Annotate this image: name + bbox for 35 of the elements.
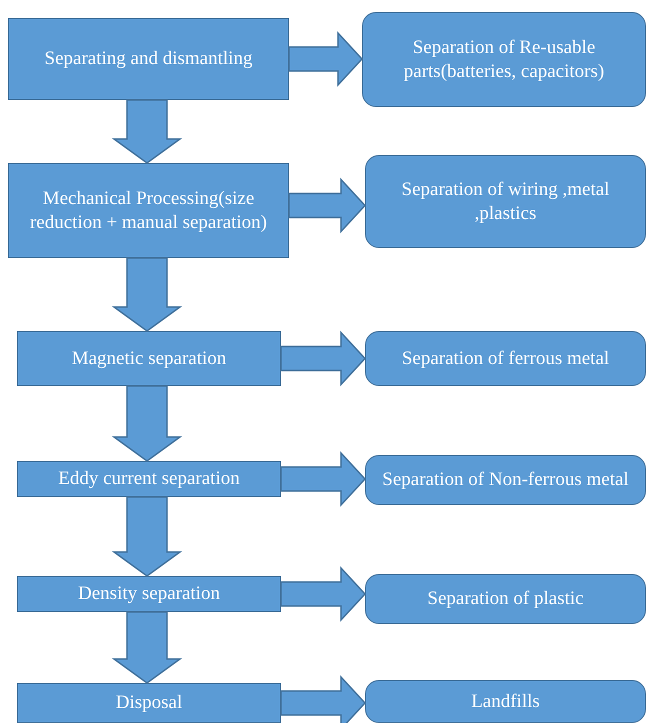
block-arrow xyxy=(280,330,366,386)
output-box xyxy=(365,574,646,624)
step-text: Density separation xyxy=(78,582,220,606)
process-box xyxy=(17,683,281,723)
step-text: Disposal xyxy=(116,691,182,715)
block-arrow xyxy=(280,451,366,507)
block-arrow xyxy=(112,611,182,684)
step-text: Separation of Non-ferrous metal xyxy=(382,468,629,492)
output-box xyxy=(362,12,646,107)
step-text: Separation of plastic xyxy=(427,587,584,611)
step-text: Landfills xyxy=(471,690,540,714)
process-box xyxy=(17,576,281,612)
block-arrow xyxy=(112,257,182,332)
step-text: Eddy current separation xyxy=(58,467,240,491)
block-arrow xyxy=(280,566,366,622)
step-text: Magnetic separation xyxy=(72,346,226,370)
output-box xyxy=(365,680,646,723)
step-text: Separation of wiring ,metal ,plastics xyxy=(400,178,610,226)
output-box xyxy=(365,331,646,386)
block-arrow xyxy=(288,31,364,87)
output-box xyxy=(365,455,646,505)
output-box xyxy=(365,155,646,248)
process-box xyxy=(8,18,289,100)
block-arrow xyxy=(112,385,182,462)
process-box xyxy=(8,163,289,258)
process-box xyxy=(17,331,281,386)
process-box xyxy=(17,461,281,497)
step-text: Separation of ferrous metal xyxy=(402,346,610,370)
step-text: Separation of Re-usable parts(batteries, capacitors) xyxy=(402,36,606,84)
block-arrow xyxy=(112,496,182,577)
block-arrow xyxy=(112,99,182,164)
block-arrow xyxy=(280,675,366,723)
block-arrow xyxy=(288,178,366,234)
step-text: Mechanical Processing(size reduction + manual separation) xyxy=(28,186,268,234)
step-text: Separating and dismantling xyxy=(44,47,252,71)
